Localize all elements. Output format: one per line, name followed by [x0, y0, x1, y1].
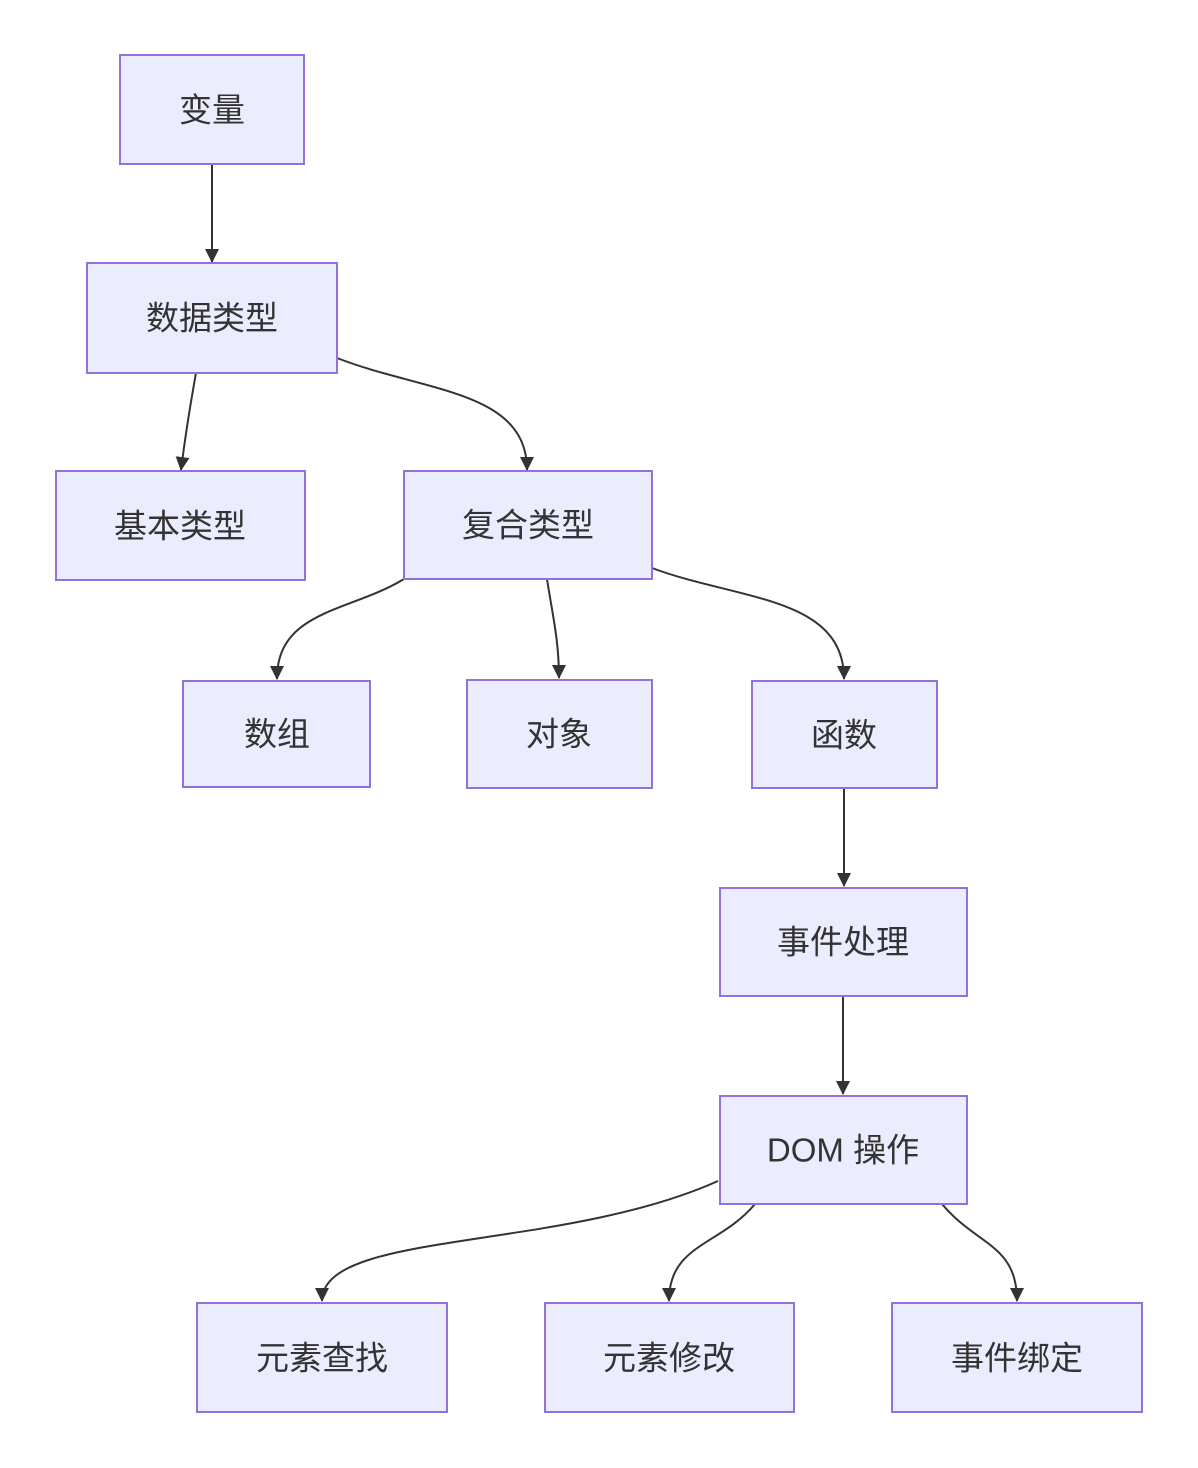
- node-data-type: 数据类型: [86, 262, 338, 374]
- node-object-box: [466, 679, 653, 789]
- edge-layer: [175, 164, 1024, 1302]
- node-array-box: [182, 680, 371, 788]
- node-event-binding-label: 事件绑定: [951, 1340, 1083, 1377]
- node-event-binding: 事件绑定: [891, 1302, 1143, 1413]
- edge-data-type-to-composite-type: [336, 357, 534, 471]
- node-variable-label: 变量: [179, 92, 245, 129]
- edge-composite-type-to-array: [270, 578, 405, 680]
- node-layer: 变量 数据类型 基本类型 复合类型 数组 对象: [55, 54, 1143, 1413]
- node-object-label: 对象: [526, 716, 592, 753]
- node-event-handling-label: 事件处理: [777, 924, 909, 961]
- node-element-find-label: 元素查找: [256, 1340, 388, 1377]
- node-function-label: 函数: [811, 717, 877, 754]
- node-element-find: 元素查找: [196, 1302, 448, 1413]
- edge-dom-operations-to-element-modify: [662, 1203, 756, 1302]
- node-basic-type-box: [55, 470, 306, 581]
- edge-composite-type-to-object: [546, 578, 566, 679]
- node-element-find-box: [196, 1302, 448, 1413]
- node-element-modify-box: [544, 1302, 795, 1413]
- node-data-type-box: [86, 262, 338, 374]
- node-composite-type-label: 复合类型: [462, 507, 594, 544]
- node-data-type-label: 数据类型: [146, 300, 278, 337]
- node-variable: 变量: [119, 54, 305, 165]
- node-dom-operations: DOM 操作: [719, 1095, 968, 1205]
- node-dom-operations-label: DOM 操作: [767, 1132, 919, 1169]
- edge-dom-operations-to-element-find: [315, 1180, 719, 1302]
- node-variable-box: [119, 54, 305, 165]
- edge-composite-type-to-function: [651, 567, 851, 680]
- node-composite-type: 复合类型: [403, 470, 653, 580]
- node-element-modify-label: 元素修改: [603, 1340, 735, 1377]
- node-array-label: 数组: [244, 716, 310, 753]
- node-object: 对象: [466, 679, 653, 789]
- node-function: 函数: [751, 680, 938, 789]
- edge-data-type-to-basic-type: [175, 372, 197, 471]
- node-basic-type-label: 基本类型: [114, 508, 246, 545]
- node-event-handling: 事件处理: [719, 887, 968, 997]
- node-function-box: [751, 680, 938, 789]
- node-dom-operations-box: [719, 1095, 968, 1205]
- node-basic-type: 基本类型: [55, 470, 306, 581]
- edge-dom-operations-to-event-binding: [941, 1203, 1024, 1302]
- node-event-handling-box: [719, 887, 968, 997]
- node-array: 数组: [182, 680, 371, 788]
- node-event-binding-box: [891, 1302, 1143, 1413]
- node-composite-type-box: [403, 470, 653, 580]
- node-element-modify: 元素修改: [544, 1302, 795, 1413]
